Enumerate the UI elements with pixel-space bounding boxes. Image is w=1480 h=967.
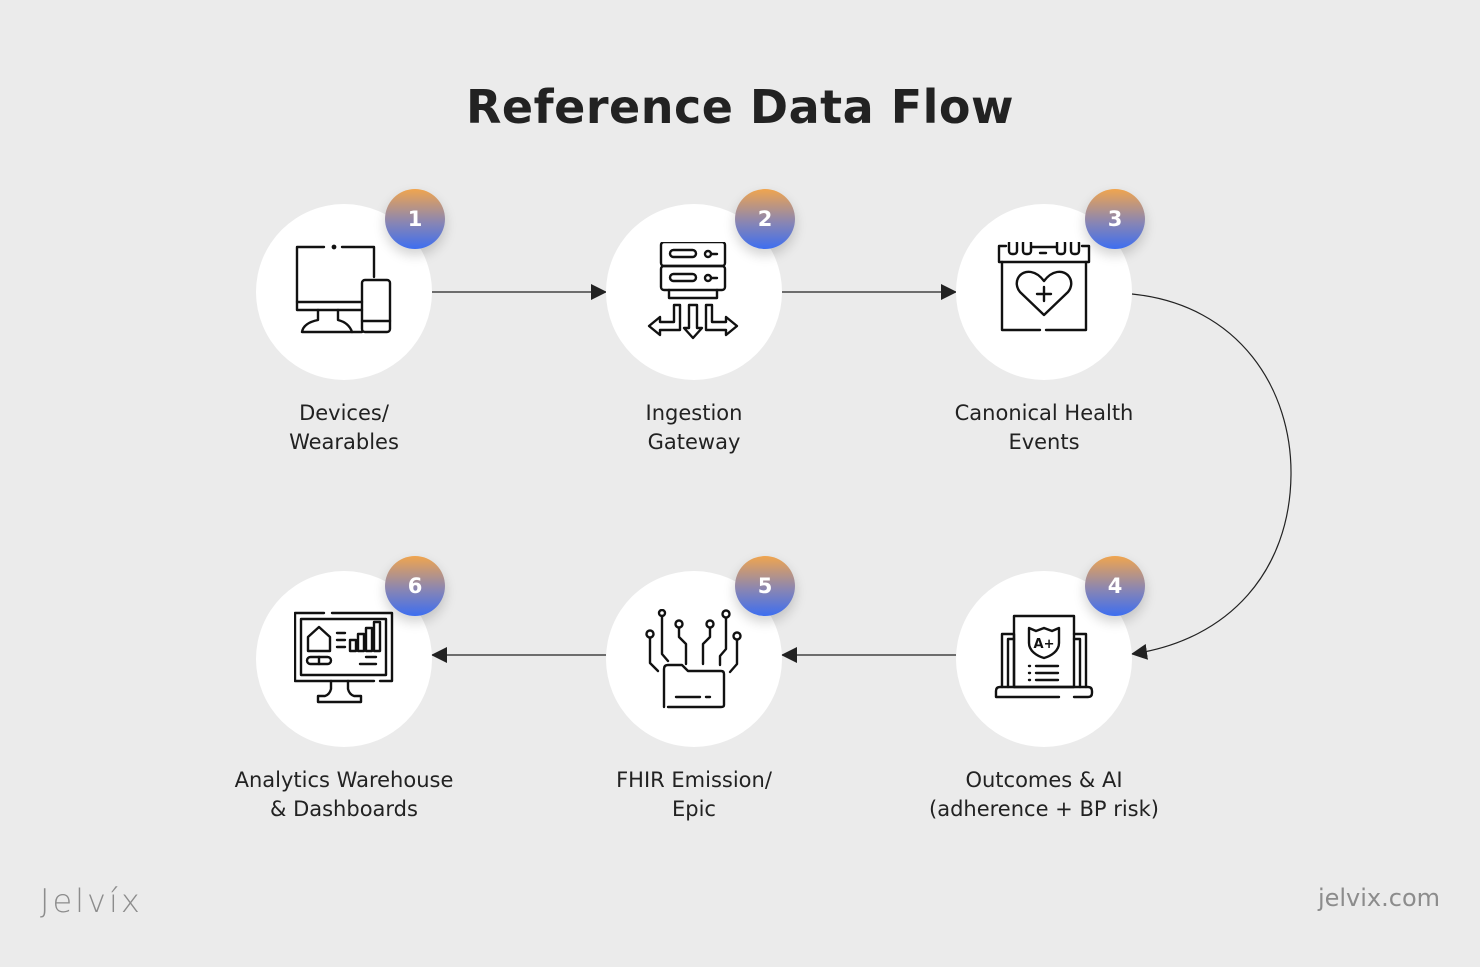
step-4-node: A+ 4 <box>956 556 1145 747</box>
folder-network-icon <box>645 609 742 709</box>
devices-icon <box>295 244 392 334</box>
step-badge: 6 <box>385 556 445 616</box>
health-calendar-icon <box>997 242 1091 332</box>
brand-logo: Jelvíx <box>40 882 143 920</box>
step-6-label: Analytics Warehouse & Dashboards <box>184 766 504 824</box>
laptop-report-icon: A+ <box>994 614 1094 699</box>
label-line: Epic <box>672 797 716 821</box>
step-3-node: 3 <box>956 189 1145 380</box>
label-line: Devices/ <box>299 401 389 425</box>
label-line: Ingestion <box>645 401 743 425</box>
label-line: Analytics Warehouse <box>234 768 454 792</box>
label-line: Canonical Health <box>954 401 1134 425</box>
arrow-3-to-4 <box>1131 293 1292 660</box>
step-2-node: 2 <box>606 189 795 380</box>
step-badge: 5 <box>735 556 795 616</box>
label-line: Events <box>1008 430 1080 454</box>
label-line: FHIR Emission/ <box>616 768 772 792</box>
step-2-label: Ingestion Gateway <box>534 399 854 457</box>
server-gateway-icon <box>647 242 739 340</box>
step-badge: 1 <box>385 189 445 249</box>
step-1-node: 1 <box>256 189 445 380</box>
label-line: & Dashboards <box>270 797 418 821</box>
step-badge: 4 <box>1085 556 1145 616</box>
svg-text:A+: A+ <box>1034 637 1055 652</box>
label-line: Outcomes & AI <box>965 768 1123 792</box>
label-line: Wearables <box>289 430 399 454</box>
label-line: (adherence + BP risk) <box>929 797 1159 821</box>
label-line: Gateway <box>647 430 741 454</box>
step-badge: 2 <box>735 189 795 249</box>
page-title: Reference Data Flow <box>465 80 1014 134</box>
step-5-label: FHIR Emission/ Epic <box>534 766 854 824</box>
step-3-label: Canonical Health Events <box>884 399 1204 457</box>
step-badge: 3 <box>1085 189 1145 249</box>
dashboard-monitor-icon <box>294 611 394 704</box>
step-4-label: Outcomes & AI (adherence + BP risk) <box>884 766 1204 824</box>
step-1-label: Devices/ Wearables <box>184 399 504 457</box>
site-url[interactable]: jelvix.com <box>1317 884 1440 912</box>
step-6-node: 6 <box>256 556 445 747</box>
step-5-node: 5 <box>606 556 795 747</box>
